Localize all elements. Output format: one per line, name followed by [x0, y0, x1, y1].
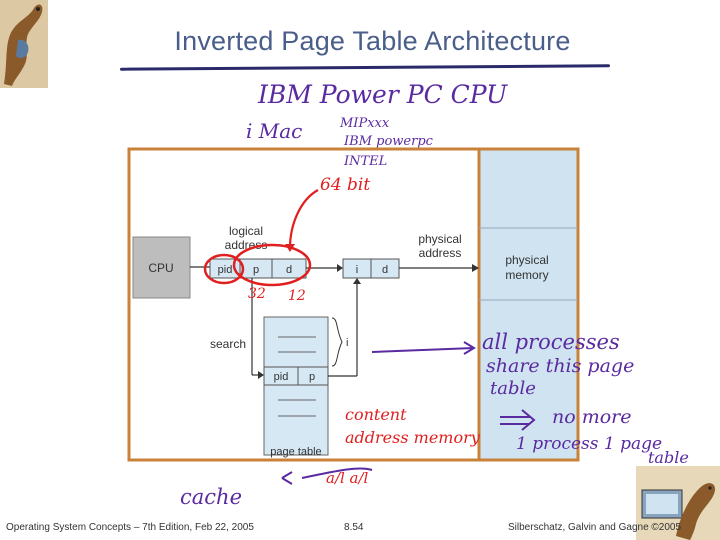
- note-content-2: address memory: [345, 428, 481, 447]
- note-intel: INTEL: [343, 154, 387, 169]
- note-64bit: 64 bit: [320, 175, 370, 195]
- logical-field-p: p: [253, 264, 259, 276]
- logical-field-pid: pid: [218, 264, 233, 276]
- page-table: [263, 316, 329, 456]
- logical-address-label-1: logical: [229, 224, 263, 238]
- physical-address-label-1: physical: [418, 232, 461, 246]
- index-label: i: [346, 337, 348, 349]
- note-ibm-cpu: IBM Power PC CPU: [257, 80, 508, 109]
- footer-authors: Silberschatz, Galvin and Gagne ©2005: [508, 522, 682, 533]
- footer-page-number: 8.54: [344, 522, 364, 533]
- footer-book: Operating System Concepts – 7th Edition,…: [6, 522, 254, 533]
- dinosaur-logo-top: [0, 0, 48, 88]
- note-32: 32: [248, 286, 266, 302]
- note-no-more-3: table: [648, 448, 689, 467]
- note-content-1: content: [345, 405, 407, 424]
- physical-field-d: d: [382, 264, 388, 276]
- dinosaur-logo-bottom: [636, 466, 720, 540]
- physical-memory-block: [477, 147, 580, 462]
- note-12: 12: [288, 288, 306, 304]
- table-entry-p: p: [309, 371, 315, 383]
- slide-title: Inverted Page Table Architecture: [174, 26, 571, 56]
- note-no-more-2: 1 process 1 page: [516, 434, 662, 454]
- physical-address-label-2: address: [419, 246, 462, 260]
- note-share-3: table: [490, 378, 536, 399]
- pd-highlight: [232, 243, 312, 287]
- table-entry-pid: pid: [274, 371, 289, 383]
- note-imac: i Mac: [246, 119, 302, 143]
- physical-memory-label-2: memory: [505, 268, 548, 282]
- note-cache: cache: [180, 485, 242, 509]
- page-table-label: page table: [270, 446, 321, 458]
- logical-field-d: d: [286, 264, 292, 276]
- search-label: search: [210, 337, 246, 351]
- pid-highlight: [203, 253, 245, 285]
- note-scribble: a/l a/l: [326, 469, 369, 487]
- physical-field-i: i: [356, 264, 358, 276]
- note-no-more-1: no more: [552, 406, 632, 428]
- note-share-2: share this page: [486, 355, 634, 377]
- note-mips: MIPxxx: [339, 116, 390, 131]
- cpu-label: CPU: [148, 261, 173, 275]
- note-share-1: all processes: [482, 330, 620, 354]
- note-ibm-powerpc: IBM powerpc: [343, 134, 434, 149]
- logical-address-label-2: address: [225, 238, 268, 252]
- physical-memory-label-1: physical: [505, 253, 548, 267]
